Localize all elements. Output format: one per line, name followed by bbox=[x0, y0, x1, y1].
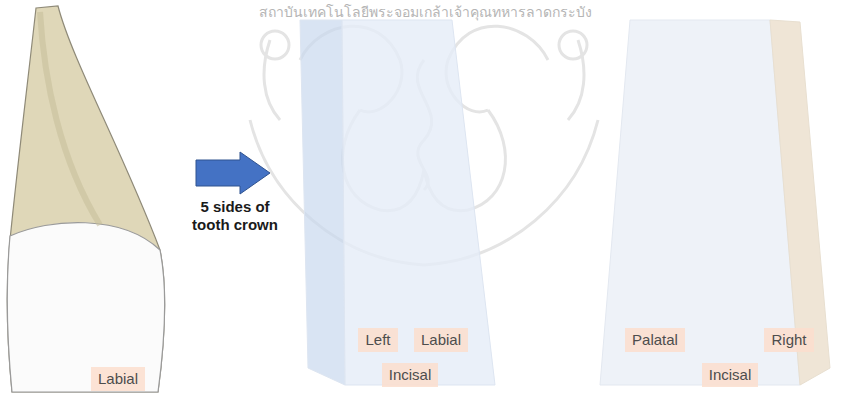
surface-label: Labial bbox=[414, 328, 468, 352]
surface-name: Incisal bbox=[389, 366, 432, 383]
root-shade bbox=[40, 12, 100, 225]
surface-name: Right bbox=[771, 331, 806, 348]
surface-label: Left bbox=[358, 328, 397, 352]
surface-name: Labial bbox=[421, 331, 461, 348]
crown-prism-labial bbox=[300, 20, 495, 385]
watermark-text: สถาบันเทคโนโลยีพระจอมเกล้าเจ้าคุณทหารลาด… bbox=[250, 3, 600, 21]
tooth-crown bbox=[7, 223, 165, 392]
arrow-caption: 5 sides of tooth crown bbox=[185, 198, 285, 234]
surface-label: Right bbox=[764, 328, 813, 352]
surface-label: Palatal bbox=[625, 328, 685, 352]
direction-arrow bbox=[196, 152, 270, 194]
crown-prism-palatal bbox=[600, 20, 830, 385]
tooth-illustration bbox=[7, 6, 165, 392]
surface-label: Incisal bbox=[702, 363, 759, 387]
surface-label: Incisal bbox=[382, 363, 439, 387]
surface-name: Labial bbox=[98, 370, 138, 387]
prism-front-face bbox=[342, 20, 495, 385]
surface-label: Labial bbox=[91, 367, 145, 391]
surface-name: Palatal bbox=[632, 331, 678, 348]
tooth-root bbox=[7, 6, 165, 392]
surface-name: Incisal bbox=[709, 366, 752, 383]
surface-name: Left bbox=[365, 331, 390, 348]
prism-side-face bbox=[300, 20, 345, 385]
